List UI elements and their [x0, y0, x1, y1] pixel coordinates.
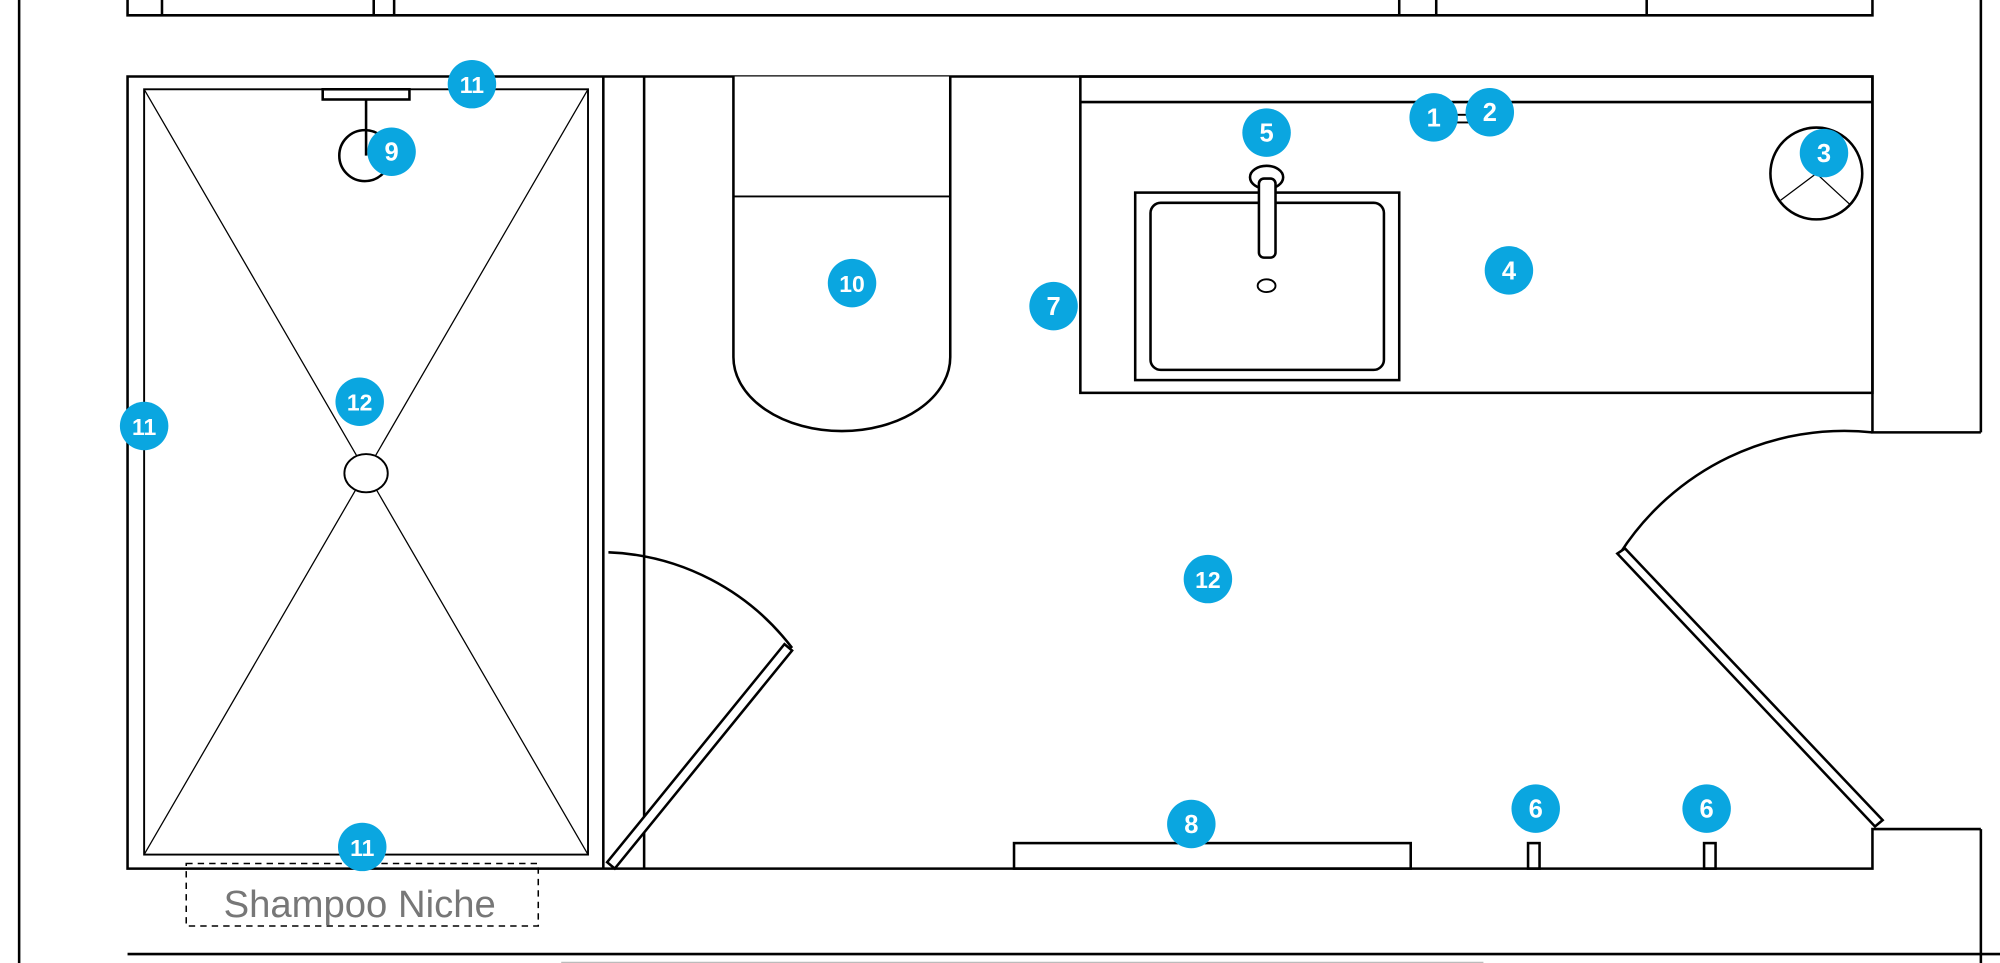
marker-number: 5	[1259, 120, 1273, 148]
marker-circle	[1682, 784, 1731, 833]
marker-vanity-counter-4: 4	[1484, 246, 1534, 295]
marker-number: 6	[1529, 796, 1543, 824]
marker-circle	[1484, 246, 1534, 295]
top-room-wall	[126, 0, 1874, 17]
marker-number: 2	[1483, 99, 1497, 127]
marker-shower-head-9: 9	[367, 127, 416, 177]
marker-wall-fixture-2: 2	[1465, 88, 1515, 137]
shower-door-swing	[608, 551, 794, 649]
bin-line	[1780, 172, 1817, 201]
vanity-counter	[1079, 75, 1874, 395]
marker-number: 11	[350, 835, 374, 861]
marker-round-bin-3: 3	[1799, 128, 1849, 178]
bin-line	[1815, 172, 1850, 205]
marker-wall-fixture-1: 1	[1409, 93, 1458, 142]
marker-circle	[1409, 93, 1458, 142]
marker-circle	[1167, 799, 1216, 849]
marker-circle	[119, 401, 169, 451]
marker-circle	[1465, 88, 1515, 137]
shower-bar	[321, 88, 411, 101]
marker-circle	[1799, 128, 1849, 178]
marker-number: 1	[1427, 104, 1441, 132]
marker-shower-wall-11: 11	[447, 59, 497, 109]
marker-circle	[338, 822, 387, 872]
marker-number: 12	[347, 390, 373, 416]
wall-hook	[1526, 841, 1541, 870]
marker-number: 9	[384, 139, 398, 167]
entry-door	[1615, 546, 1885, 829]
shower-door	[605, 642, 794, 871]
marker-shower-floor-12: 12	[335, 377, 384, 427]
marker-number: 11	[132, 414, 156, 440]
marker-number: 7	[1046, 293, 1060, 321]
marker-faucet-5: 5	[1242, 108, 1291, 157]
marker-number: 3	[1817, 140, 1831, 168]
marker-radiator-8: 8	[1167, 799, 1216, 849]
marker-circle	[335, 377, 384, 427]
marker-number: 12	[1195, 567, 1221, 593]
toilet	[732, 76, 952, 433]
marker-vanity-edge-7: 7	[1029, 281, 1078, 331]
marker-toilet-10: 10	[827, 258, 877, 308]
marker-circle	[1029, 281, 1078, 331]
wall-hook	[1702, 841, 1717, 870]
marker-wall-hook-6: 6	[1511, 784, 1560, 833]
marker-number: 8	[1184, 811, 1198, 839]
marker-shower-wall-11: 11	[119, 401, 169, 451]
faucet-spout	[1257, 177, 1277, 259]
marker-shower-wall-11: 11	[338, 822, 387, 872]
radiator	[1012, 841, 1412, 870]
marker-number: 4	[1502, 257, 1517, 285]
marker-floor-12: 12	[1183, 554, 1233, 604]
shampoo-niche-label: Shampoo Niche	[224, 883, 496, 926]
shower-drain	[343, 453, 389, 494]
entry-door-swing	[1618, 429, 1873, 555]
marker-number: 6	[1700, 796, 1714, 824]
round-bin	[1769, 126, 1864, 221]
sink-drain	[1256, 278, 1277, 294]
marker-number: 10	[839, 271, 865, 297]
marker-circle	[447, 59, 497, 109]
marker-circle	[1242, 108, 1291, 157]
marker-number: 11	[460, 72, 484, 98]
marker-circle	[1511, 784, 1560, 833]
marker-circle	[367, 127, 416, 177]
marker-wall-hook-6: 6	[1682, 784, 1731, 833]
marker-circle	[827, 258, 877, 308]
marker-circle	[1183, 554, 1233, 604]
